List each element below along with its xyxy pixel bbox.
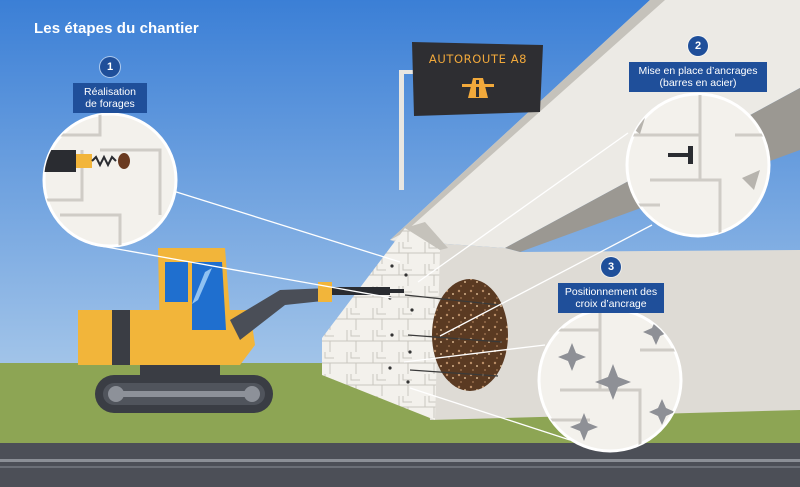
gravel-section — [432, 279, 508, 391]
detail-circle-crosses — [537, 307, 683, 453]
drilling-machine — [78, 248, 404, 413]
step-1-number: 1 — [100, 57, 120, 77]
step-2-label: Mise en place d’ancrages (barres en acie… — [629, 62, 767, 92]
motorway-icon — [462, 78, 494, 98]
wall-cap — [405, 222, 448, 250]
detail-circle-anchors — [625, 92, 771, 238]
anchor-bars — [404, 294, 503, 377]
step-3-label: Positionnement des croix d’ancrage — [558, 283, 664, 313]
sign-post — [399, 70, 404, 190]
sign-post-arm — [399, 70, 417, 74]
motorway-sign-label: AUTOROUTE A8 — [428, 52, 528, 66]
road — [0, 443, 800, 487]
retaining-wall — [322, 228, 440, 420]
detail-circle-drilling — [42, 112, 178, 248]
road-line-2 — [0, 466, 800, 468]
road-line — [0, 459, 800, 462]
callout-lines — [94, 132, 653, 441]
bridge-deck-edge — [390, 0, 665, 240]
page-title: Les étapes du chantier — [34, 20, 199, 37]
step-1-label: Réalisation de forages — [73, 83, 147, 113]
step-3-number: 3 — [601, 257, 621, 277]
step-2-number: 2 — [688, 36, 708, 56]
